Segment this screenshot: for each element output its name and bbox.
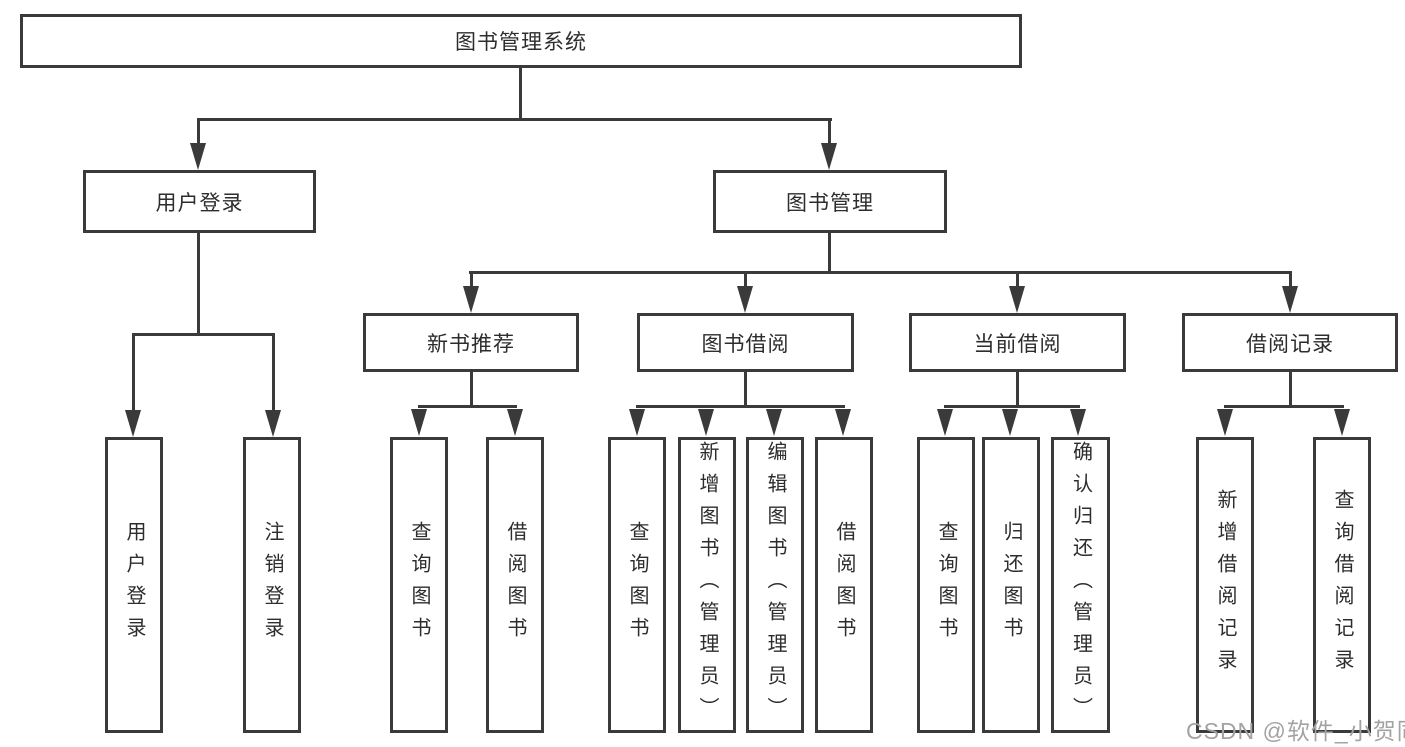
node-leaf-br-add-record-label: 新增借阅记录: [1214, 489, 1236, 681]
node-current-borrowing-label: 当前借阅: [973, 332, 1062, 356]
connector-line: [1016, 372, 1019, 408]
node-leaf-bb-edit-books-admin: 编辑图书（管理员）: [746, 437, 804, 733]
node-leaf-user-login-label: 用户登录: [123, 521, 145, 649]
arrow-down-icon: [1282, 286, 1298, 313]
connector-line: [1224, 405, 1344, 408]
connector-line: [828, 233, 831, 273]
arrow-down-icon: [463, 286, 479, 313]
arrow-down-icon: [507, 409, 523, 436]
arrow-down-icon: [1217, 409, 1233, 436]
node-leaf-logout-label: 注销登录: [261, 521, 283, 649]
node-borrowing-records-label: 借阅记录: [1246, 332, 1334, 356]
connector-line: [470, 372, 473, 408]
connector-line: [197, 118, 200, 148]
connector-line: [469, 271, 1292, 274]
node-new-book-recommendation: 新书推荐: [363, 313, 579, 372]
connector-line: [636, 405, 845, 408]
connector-line: [1289, 372, 1292, 408]
connector-line: [132, 333, 135, 413]
connector-line: [272, 333, 275, 413]
node-leaf-bb-add-books-admin-label: 新增图书（管理员）: [696, 441, 718, 729]
node-leaf-cb-confirm-return-admin: 确认归还（管理员）: [1051, 437, 1110, 733]
node-leaf-logout: 注销登录: [243, 437, 301, 733]
node-leaf-nb-query-books: 查询图书: [390, 437, 448, 733]
connector-line: [744, 271, 747, 289]
node-book-management-label: 图书管理: [786, 191, 874, 215]
arrow-down-icon: [1002, 409, 1018, 436]
node-leaf-cb-confirm-return-admin-label: 确认归还（管理员）: [1069, 441, 1092, 729]
arrow-down-icon: [1334, 409, 1350, 436]
node-leaf-cb-return-books: 归还图书: [982, 437, 1040, 733]
connector-line: [519, 66, 522, 120]
node-leaf-nb-query-books-label: 查询图书: [408, 521, 430, 649]
arrow-down-icon: [411, 409, 427, 436]
arrow-down-icon: [125, 410, 141, 437]
connector-line: [828, 118, 831, 148]
node-user-login-label: 用户登录: [155, 191, 244, 215]
node-user-login: 用户登录: [83, 170, 316, 233]
arrow-down-icon: [698, 409, 714, 436]
connector-line: [470, 271, 473, 289]
node-root-label: 图书管理系统: [455, 31, 587, 54]
node-new-book-recommendation-label: 新书推荐: [427, 332, 515, 356]
connector-line: [418, 405, 517, 408]
connector-line: [1016, 271, 1019, 289]
node-borrowing-records: 借阅记录: [1182, 313, 1398, 372]
node-book-borrowing: 图书借阅: [637, 313, 854, 372]
connector-line: [132, 333, 275, 336]
node-leaf-br-query-record-label: 查询借阅记录: [1331, 489, 1353, 681]
arrow-down-icon: [821, 143, 837, 170]
node-leaf-nb-borrow-books: 借阅图书: [486, 437, 544, 733]
node-book-borrowing-label: 图书借阅: [701, 332, 790, 356]
arrow-down-icon: [629, 409, 645, 436]
arrow-down-icon: [1009, 286, 1025, 313]
node-leaf-bb-borrow-books-label: 借阅图书: [833, 521, 855, 649]
node-leaf-cb-return-books-label: 归还图书: [1000, 521, 1022, 649]
node-leaf-br-add-record: 新增借阅记录: [1196, 437, 1254, 733]
node-leaf-bb-add-books-admin: 新增图书（管理员）: [678, 437, 736, 733]
node-book-management: 图书管理: [713, 170, 947, 233]
arrow-down-icon: [835, 409, 851, 436]
arrow-down-icon: [937, 409, 953, 436]
arrow-down-icon: [1070, 409, 1086, 436]
connector-line: [944, 405, 1080, 408]
node-leaf-user-login: 用户登录: [105, 437, 163, 733]
connector-line: [744, 372, 747, 408]
node-leaf-bb-borrow-books: 借阅图书: [815, 437, 873, 733]
node-root: 图书管理系统: [20, 14, 1022, 68]
connector-line: [1289, 271, 1292, 289]
watermark: CSDN @软件_小贺同学: [1186, 718, 1405, 744]
connector-line: [197, 233, 200, 335]
node-leaf-bb-query-books-label: 查询图书: [626, 521, 648, 649]
arrow-down-icon: [265, 410, 281, 437]
arrow-down-icon: [190, 143, 206, 170]
node-leaf-br-query-record: 查询借阅记录: [1313, 437, 1371, 733]
node-leaf-bb-query-books: 查询图书: [608, 437, 666, 733]
arrow-down-icon: [766, 409, 782, 436]
node-leaf-cb-query-books-label: 查询图书: [935, 521, 957, 649]
node-leaf-nb-borrow-books-label: 借阅图书: [504, 521, 526, 649]
arrow-down-icon: [737, 286, 753, 313]
node-current-borrowing: 当前借阅: [909, 313, 1126, 372]
node-leaf-bb-edit-books-admin-label: 编辑图书（管理员）: [764, 441, 786, 729]
node-leaf-cb-query-books: 查询图书: [917, 437, 975, 733]
connector-line: [197, 118, 832, 121]
